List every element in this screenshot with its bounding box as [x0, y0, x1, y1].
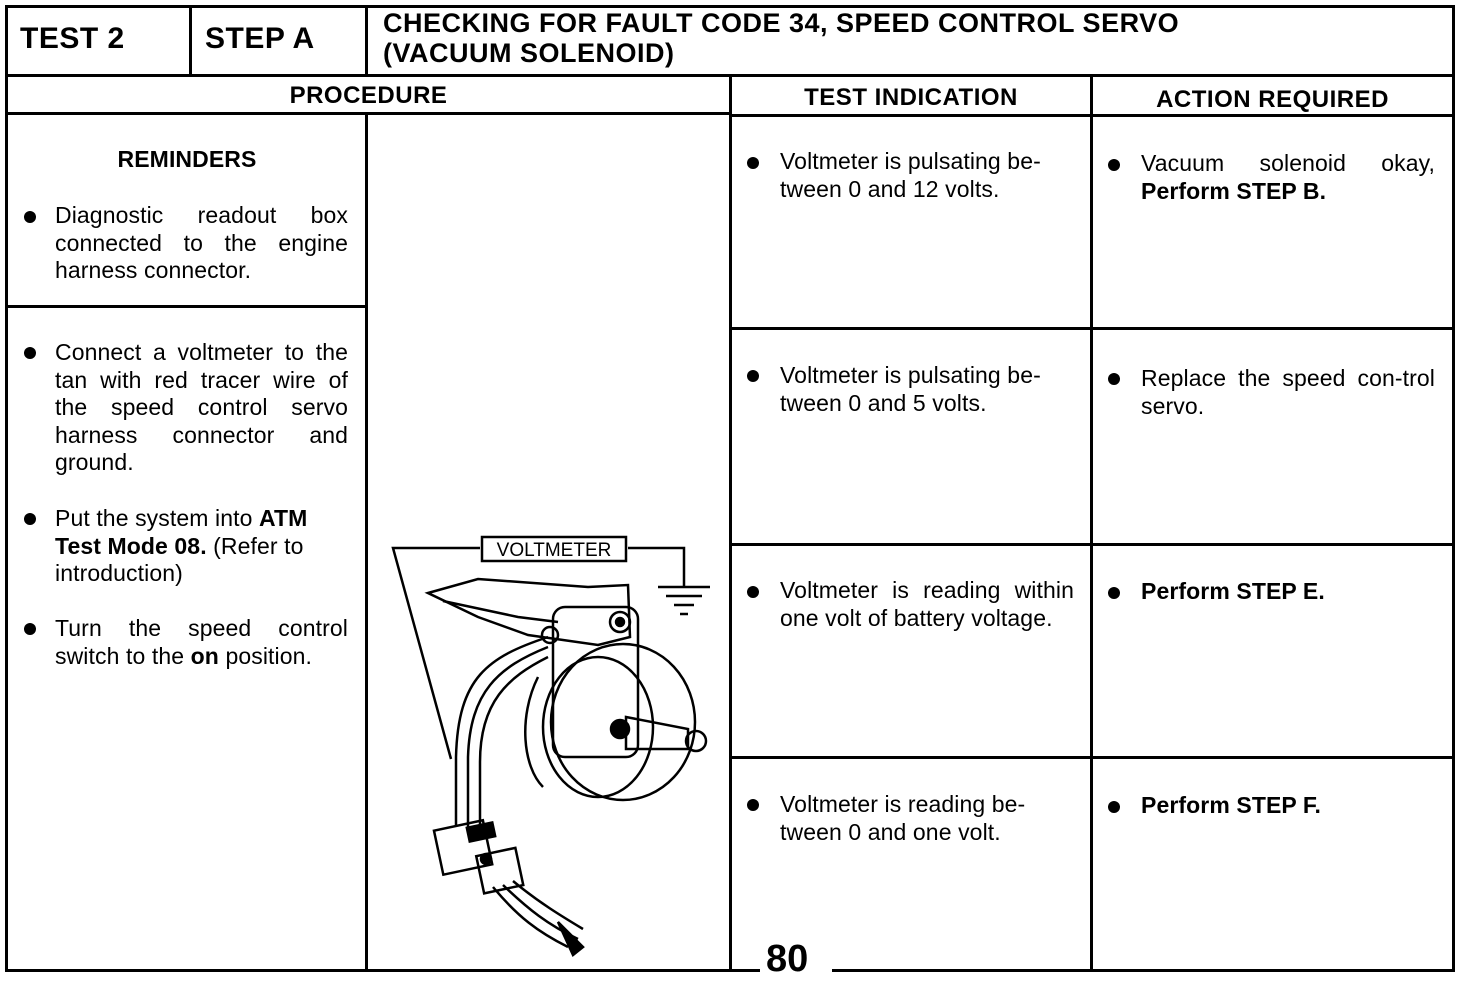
border-bottom-right: [832, 969, 1455, 972]
bullet: [1108, 801, 1120, 813]
bullet: [747, 799, 759, 811]
page-title: CHECKING FOR FAULT CODE 34, SPEED CONTRO…: [383, 8, 1179, 68]
servo-bracket: [424, 577, 632, 647]
step-title-divider: [365, 5, 368, 77]
bullet: [1108, 373, 1120, 385]
bullet: [1108, 587, 1120, 599]
bullet: [1108, 159, 1120, 171]
reminders-heading: REMINDERS: [117, 146, 257, 172]
border-bottom-left: [5, 969, 760, 972]
action-2: Replace the speed con-trol servo.: [1141, 365, 1435, 419]
procedure-illustration-divider: [365, 114, 368, 972]
colhdr-divider-left: [5, 112, 731, 115]
page-number: 80: [766, 938, 809, 980]
colhdr-divider-right: [731, 114, 1455, 117]
bullet: [747, 370, 759, 382]
indication-1: Voltmeter is pulsating be-tween 0 and 12…: [780, 148, 1041, 202]
action-1: Vacuum solenoid okay, Perform STEP B.: [1141, 150, 1435, 205]
step-3-text: Turn the speed control switch to the: [55, 615, 348, 669]
row-divider-2: [731, 543, 1455, 546]
reminders-divider: [5, 305, 367, 308]
action-1-emphasis: Perform STEP B.: [1141, 177, 1327, 204]
step-2-text: Put the system into: [55, 505, 259, 531]
procedure-step-3: Turn the speed control switch to the on …: [55, 615, 348, 670]
border-right: [1452, 5, 1455, 972]
servo-housing: [551, 605, 640, 759]
voltmeter-lead-right: [628, 546, 686, 587]
bullet: [747, 157, 759, 169]
title-line-2: (VACUUM SOLENOID): [383, 38, 675, 68]
procedure-step-1: Connect a voltmeter to the tan with red …: [55, 339, 348, 475]
bullet: [24, 623, 36, 635]
procedure-indication-divider: [729, 74, 732, 972]
test-mode-emphasis: ATM Test Mode 08.: [55, 505, 308, 559]
bullet: [24, 211, 36, 223]
action-required-column-header: ACTION REQUIRED: [1156, 86, 1389, 113]
voltmeter-lead-left: [391, 546, 480, 760]
border-left: [5, 5, 8, 972]
procedure-column-header: PROCEDURE: [289, 82, 448, 109]
test-indication-column-header: TEST INDICATION: [804, 84, 1018, 111]
title-line-1: CHECKING FOR FAULT CODE 34, SPEED CONTRO…: [383, 8, 1180, 38]
action-3: Perform STEP E.: [1141, 578, 1325, 604]
bullet: [747, 586, 759, 598]
procedure-step-2: Put the system into ATM Test Mode 08. (R…: [55, 505, 350, 588]
indication-3: Voltmeter is reading within one volt of …: [780, 577, 1074, 631]
action-1-text: Vacuum solenoid okay,: [1141, 150, 1435, 176]
action-4: Perform STEP F.: [1141, 792, 1322, 818]
step-3-text-end: position.: [218, 642, 313, 669]
indication-2: Voltmeter is pulsating be-tween 0 and 5 …: [780, 362, 1041, 416]
bullet: [24, 347, 36, 359]
step-2-text-end: (Refer to introduction): [55, 532, 304, 587]
test-label: TEST 2: [20, 22, 125, 55]
row-divider-1: [731, 327, 1455, 330]
border-top: [5, 5, 1455, 8]
reminder-item: Diagnostic readout box connected to the …: [55, 202, 348, 283]
on-emphasis: on: [190, 642, 219, 669]
voltmeter-label: VOLTMETER: [497, 540, 612, 561]
vacuum-canister: [549, 642, 697, 802]
voltmeter-box: [480, 535, 628, 563]
harness-wire: [454, 635, 549, 827]
bullet: [24, 513, 36, 525]
row-divider-3: [731, 756, 1455, 759]
indication-4: Voltmeter is reading be-tween 0 and one …: [780, 791, 1026, 845]
cable-nipple: [624, 715, 690, 751]
harness-connector: [432, 818, 494, 877]
indication-action-divider: [1090, 74, 1093, 972]
voltmeter-servo-illustration: VOLTMETER: [391, 535, 710, 957]
step-label: STEP A: [205, 22, 315, 55]
test-step-divider: [189, 5, 192, 77]
